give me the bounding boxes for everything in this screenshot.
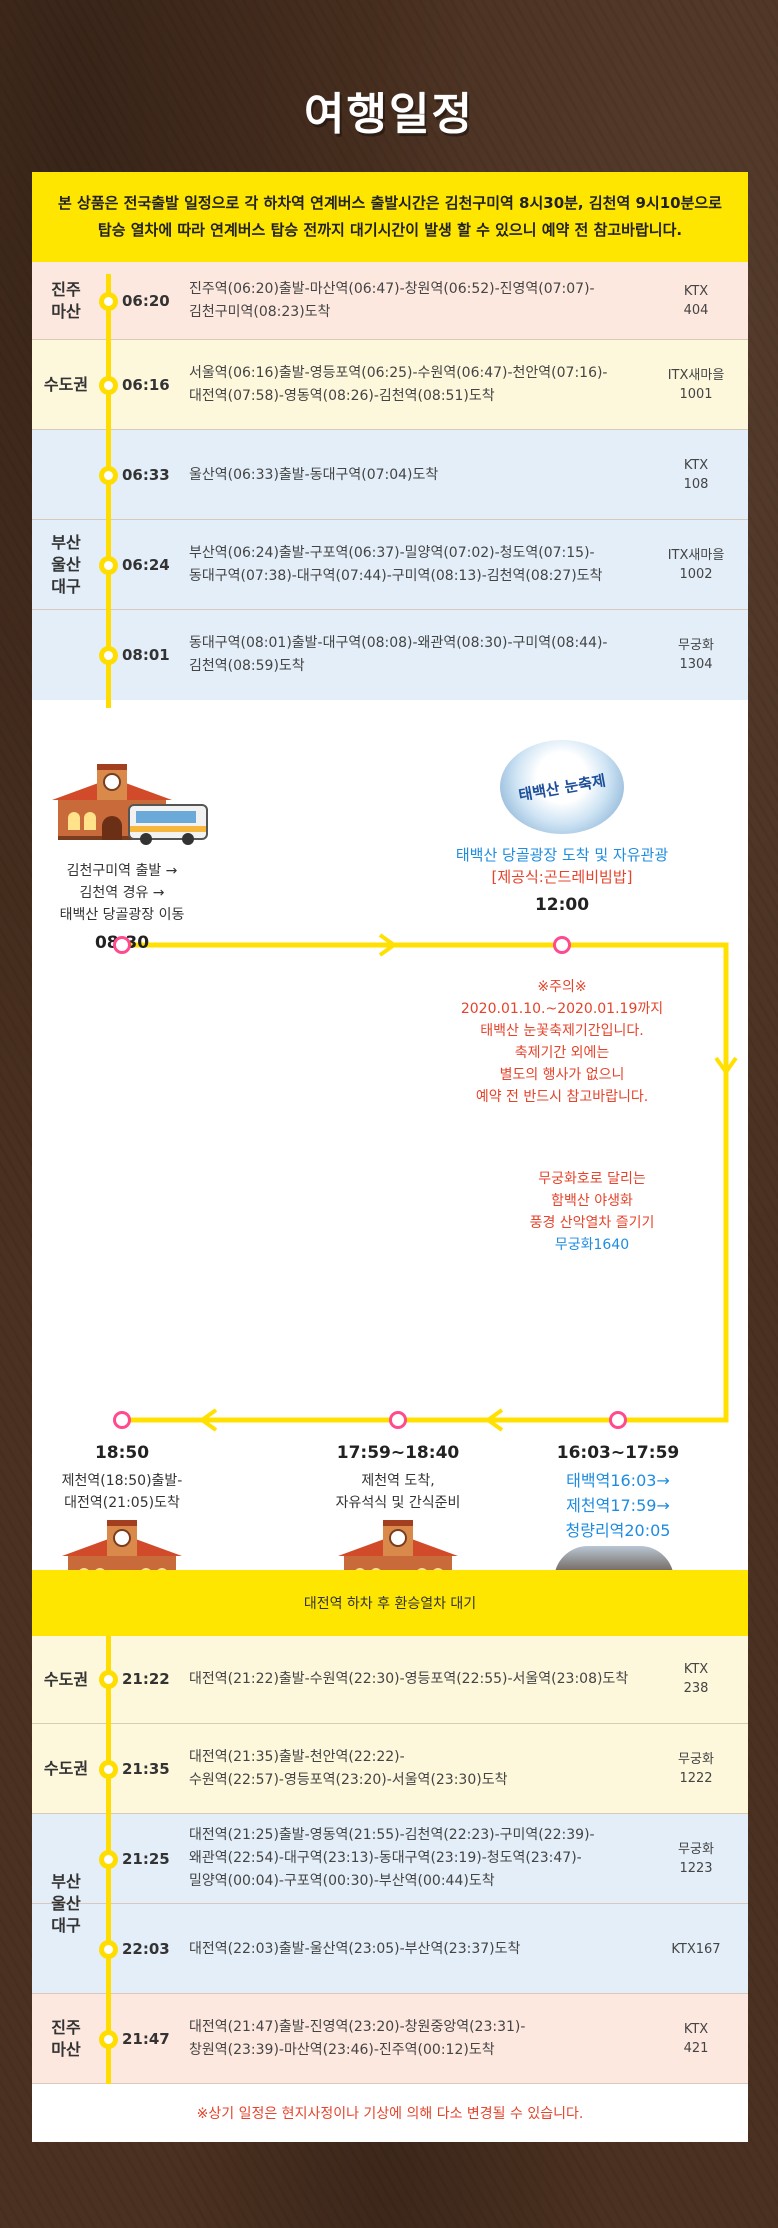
timeline-stop-dot (609, 1411, 627, 1429)
notice-box: 본 상품은 전국출발 일정으로 각 하차역 연계버스 출발시간은 김천구미역 8… (32, 172, 748, 262)
bus-icon (128, 804, 208, 845)
timeline-dot (99, 1850, 118, 1869)
region-label: 수도권 (43, 375, 89, 394)
departure-time: 21:25 (122, 1850, 170, 1868)
timeline-dot (99, 1760, 118, 1779)
stop-time: 12:00 (534, 895, 590, 915)
route-text: 부산역(06:24)출발-구포역(06:37)-밀양역(07:02)-청도역(0… (189, 545, 603, 584)
stop-time: 18:50 (94, 1443, 150, 1463)
stop-time: 16:03~17:59 (556, 1443, 680, 1463)
route-text: 울산역(06:33)출발-동대구역(07:04)도착 (189, 467, 439, 483)
departure-time: 21:22 (122, 1670, 170, 1688)
departure-time: 06:20 (122, 292, 170, 310)
page-title: 여행일정 (304, 89, 474, 140)
timeline-dot (99, 466, 118, 485)
region-label: 부산 울산 대구 (51, 1872, 81, 1935)
departure-time: 22:03 (122, 1940, 170, 1958)
region-label: 진주 마산 (51, 280, 81, 321)
timeline-dot (99, 1670, 118, 1689)
stop-time: 17:59~18:40 (336, 1443, 460, 1463)
departure-time: 06:16 (122, 376, 170, 394)
train-label: KTX167 (671, 1942, 721, 1957)
region-label: 수도권 (43, 1759, 89, 1778)
itinerary-card: 본 상품은 전국출발 일정으로 각 하차역 연계버스 출발시간은 김천구미역 8… (32, 172, 748, 2142)
stop-description: 제천역(18:50)출발-대전역(21:05)도착 (61, 1473, 183, 1511)
schedule-row (32, 610, 748, 700)
return-schedule: 수도권 수도권 부산 울산 대구 진주 마산 21:22 21:35 21:25… (32, 1636, 748, 2084)
route-text: 동대구역(08:01)출발-대구역(08:08)-왜관역(08:30)-구미역(… (189, 635, 608, 674)
schedule-row (32, 1904, 748, 1994)
schedule-row (32, 340, 748, 430)
timeline-stop-dot (113, 936, 131, 954)
departure-time: 21:35 (122, 1760, 170, 1778)
notice-line: 탑승 열차에 따라 연계버스 탑승 전까지 대기시간이 발생 할 수 있으니 예… (97, 221, 683, 239)
schedule-row (32, 1814, 748, 1904)
transfer-banner: 대전역 하차 후 환승열차 대기 (32, 1570, 748, 1636)
schedule-row (32, 1636, 748, 1724)
notice-line: 본 상품은 전국출발 일정으로 각 하차역 연계버스 출발시간은 김천구미역 8… (58, 194, 722, 212)
outbound-schedule: 진주 마산 수도권 부산 울산 대구 06:20 06:16 06:33 06:… (32, 262, 748, 720)
schedule-row (32, 1724, 748, 1814)
departure-time: 21:47 (122, 2030, 170, 2048)
stop-description: 태백산 당골광장 도착 및 자유관광[제공식:곤드레비빔밥] (455, 846, 669, 886)
region-label: 부산 울산 대구 (51, 533, 81, 596)
timeline-path (122, 933, 738, 1432)
timeline-stop-dot (113, 1411, 131, 1429)
route-text: 서울역(06:16)출발-영등포역(06:25)-수원역(06:47)-천안역(… (189, 365, 608, 404)
timeline-dot (99, 292, 118, 311)
region-label: 진주 마산 (51, 2018, 81, 2059)
timeline-line (106, 274, 111, 708)
region-label: 수도권 (43, 1670, 89, 1689)
day-timeline: 김천구미역 출발 →김천역 경유 →태백산 당골광장 이동 08:30 태백산 … (32, 720, 748, 1596)
stop-description: 김천구미역 출발 →김천역 경유 →태백산 당골광장 이동 (59, 863, 185, 923)
timeline-stop-dot (389, 1411, 407, 1429)
route-text: 진주역(06:20)출발-마산역(06:47)-창원역(06:52)-진영역(0… (189, 281, 595, 320)
schedule-row (32, 520, 748, 610)
timeline-dot (99, 2030, 118, 2049)
route-text: 대전역(21:25)출발-영동역(21:55)-김천역(22:23)-구미역(2… (189, 1827, 595, 1889)
departure-time: 06:33 (122, 466, 170, 484)
timeline-dot (99, 376, 118, 395)
route-text: 대전역(21:22)출발-수원역(22:30)-영등포역(22:55)-서울역(… (189, 1671, 629, 1687)
stop-description: 태백역16:03→제천역17:59→청량리역20:05 (565, 1471, 671, 1540)
timeline-dot (99, 556, 118, 575)
stop-description: 제천역 도착,자유석식 및 간식준비 (335, 1473, 461, 1511)
route-text: 대전역(21:47)출발-진영역(23:20)-창원중앙역(23:31)-창원역… (189, 2019, 526, 2058)
departure-time: 06:24 (122, 556, 170, 574)
schedule-row (32, 430, 748, 520)
schedule-row (32, 1994, 748, 2084)
schedule-row (32, 262, 748, 340)
timeline-dot (99, 646, 118, 665)
footer-note: ※상기 일정은 현지사정이나 기상에 의해 다소 변경될 수 있습니다. (196, 2106, 584, 2122)
route-text: 대전역(21:35)출발-천안역(22:22)-수원역(22:57)-영등포역(… (189, 1749, 508, 1788)
timeline-stop-dot (553, 936, 571, 954)
route-text: 대전역(22:03)출발-울산역(23:05)-부산역(23:37)도착 (189, 1941, 521, 1957)
snow-festival-badge: 태백산 눈축제 (500, 740, 624, 834)
timeline-dot (99, 1940, 118, 1959)
departure-time: 08:01 (122, 646, 170, 664)
